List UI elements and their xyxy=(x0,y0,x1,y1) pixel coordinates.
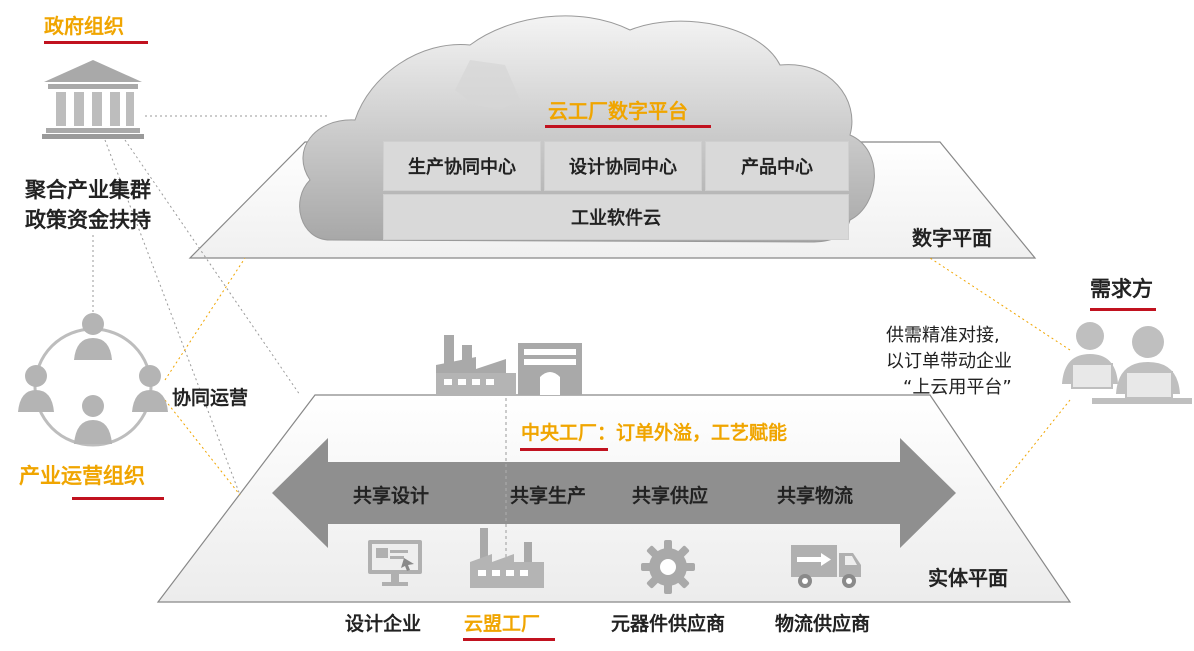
module-production-collab: 生产协同中心 xyxy=(383,141,541,191)
cloud-watermark-shape xyxy=(455,60,520,110)
operation-org-title: 产业运营组织 xyxy=(19,464,145,488)
gov-title-underline xyxy=(44,41,148,44)
factory-icon xyxy=(436,335,582,395)
cloud-platform-title: 云工厂数字平台 xyxy=(548,99,688,123)
shared-design-label: 共享设计 xyxy=(353,485,430,507)
central-factory-label: 中央工厂：订单外溢，工艺赋能 xyxy=(521,422,788,444)
participant-component-supplier: 元器件供应商 xyxy=(611,613,726,635)
demand-side-title: 需求方 xyxy=(1090,277,1153,301)
cloud-platform-underline xyxy=(545,125,711,128)
demand-desc-line2: 以订单带动企业 xyxy=(886,351,1012,372)
gear-icon xyxy=(641,540,695,594)
demand-side-underline xyxy=(1090,308,1156,311)
connector-org-physical xyxy=(164,399,241,496)
people-circle-icon xyxy=(18,313,168,444)
shared-logistics-label: 共享物流 xyxy=(777,485,854,507)
bank-building-icon xyxy=(42,60,144,139)
shared-supply-label: 共享供应 xyxy=(632,485,709,507)
central-factory-underline xyxy=(520,448,608,451)
participant-cloud-alliance-factory: 云盟工厂 xyxy=(464,613,541,635)
users-at-computer-icon xyxy=(1062,322,1192,404)
collab-operation-label: 协同运营 xyxy=(172,387,249,409)
module-design-collab: 设计协同中心 xyxy=(544,141,702,191)
physical-plane-label: 实体平面 xyxy=(928,566,1008,590)
shared-production-label: 共享生产 xyxy=(510,485,587,507)
delivery-truck-icon xyxy=(791,545,861,588)
gov-desc-line2: 政策资金扶持 xyxy=(25,208,151,232)
connector-org-digital xyxy=(164,257,246,381)
demand-desc-line3: “上云用平台” xyxy=(903,377,1012,398)
connector-gov-plane-2 xyxy=(124,139,301,396)
participant-design-company: 设计企业 xyxy=(345,613,422,635)
cloud-alliance-underline xyxy=(463,638,555,641)
operation-org-underline xyxy=(72,497,164,500)
module-product-center: 产品中心 xyxy=(705,141,849,191)
small-factory-icon xyxy=(470,528,544,588)
demand-desc-line1: 供需精准对接, xyxy=(886,325,1000,346)
participant-logistics-supplier: 物流供应商 xyxy=(775,613,871,635)
shared-services-arrow xyxy=(272,438,956,548)
monitor-design-icon xyxy=(368,540,422,586)
gov-title: 政府组织 xyxy=(44,14,124,38)
connector-gov-plane-1 xyxy=(104,139,241,496)
gov-desc-line1: 聚合产业集群 xyxy=(25,178,151,202)
digital-plane-label: 数字平面 xyxy=(912,226,992,250)
connector-demand-physical xyxy=(997,399,1071,491)
module-industrial-software-cloud: 工业软件云 xyxy=(383,194,849,240)
